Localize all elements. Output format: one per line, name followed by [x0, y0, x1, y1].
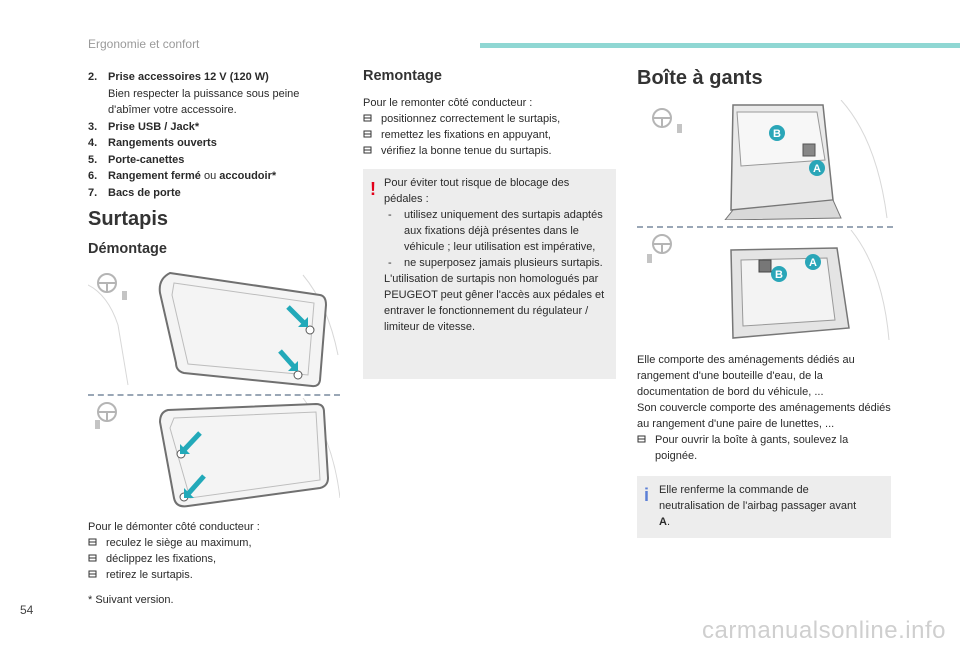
checkmark-icon [88, 554, 97, 562]
warning-item: utilisez uniquement des surtapis adaptés… [404, 209, 603, 253]
item-number: 6. [88, 170, 98, 182]
step-text: retirez le surtapis. [106, 569, 193, 581]
info-icon: i [644, 485, 650, 505]
seat-icon [122, 291, 127, 300]
seat-icon [95, 420, 100, 429]
checkmark-icon [363, 146, 372, 154]
item-number: 4. [88, 137, 98, 149]
arrow-icon [180, 431, 202, 454]
list-item: 3. Prise USB / Jack* [88, 119, 338, 136]
label-b: B [775, 269, 783, 281]
step-text: Pour ouvrir la boîte à gants, soulevez l… [655, 434, 849, 462]
page-number: 54 [20, 603, 34, 617]
section-title: Ergonomie et confort [88, 37, 200, 51]
remontage-heading: Remontage [363, 68, 442, 84]
list-item: vérifiez la bonne tenue du surtapis. [363, 143, 613, 159]
glovebox-figure-2: B A [637, 229, 893, 348]
warning-outro: L'utilisation de surtapis non homologués… [384, 273, 605, 333]
boite-desc-2: Son couvercle comporte des aménagements … [637, 402, 891, 430]
surtapis-heading: Surtapis [88, 208, 169, 230]
item-number: 2. [88, 71, 98, 83]
boite-text: Elle comporte des aménagements dédiés au… [637, 352, 893, 464]
list-item: 7. Bacs de porte [88, 185, 338, 202]
list-item: 4. Rangements ouverts [88, 135, 338, 152]
seat-icon [677, 124, 682, 133]
list-item: 2. Prise accessoires 12 V (120 W) Bien r… [88, 69, 338, 119]
checkmark-icon [363, 114, 372, 122]
step-text: positionnez correctement le surtapis, [381, 113, 561, 125]
list-item: -ne superposez jamais plusieurs surtapis… [388, 257, 603, 269]
warning-text: Pour éviter tout risque de blocage des p… [384, 175, 608, 335]
checkmark-icon [637, 435, 646, 443]
warning-item: ne superposez jamais plusieurs surtapis. [404, 257, 603, 269]
item-title: Prise accessoires 12 V (120 W) [108, 71, 269, 83]
demontage-heading: Démontage [88, 241, 167, 257]
item-title-2: accoudoir* [219, 170, 277, 182]
warning-box: ! Pour éviter tout risque de blocage des… [363, 169, 616, 379]
steering-wheel-icon [97, 402, 117, 422]
arrow-icon [278, 349, 298, 371]
item-mid: ou [200, 170, 220, 182]
item-desc: Bien respecter la puissance sous peine d… [108, 87, 300, 117]
item-title: Rangement fermé [108, 170, 201, 182]
step-text: reculez le siège au maximum, [106, 537, 252, 549]
info-text-prefix: Elle renferme la commande de neutralisat… [659, 484, 857, 512]
watermark: carmanualsonline.info [702, 617, 946, 644]
step-text: vérifiez la bonne tenue du surtapis. [381, 145, 552, 157]
item-number: 7. [88, 186, 98, 199]
column-left: 2. Prise accessoires 12 V (120 W) Bien r… [88, 69, 338, 201]
steering-wheel-icon [97, 273, 117, 293]
list-item: 6. Rangement fermé ou accoudoir* [88, 168, 338, 185]
list-item: -utilisez uniquement des surtapis adapté… [388, 209, 603, 253]
footnote: * Suivant version. [88, 594, 174, 606]
list-item: remettez les fixations en appuyant, [363, 127, 613, 143]
item-number: 3. [88, 120, 98, 133]
item-title: Porte-canettes [108, 153, 185, 166]
divider [637, 226, 893, 228]
list-item: retirez le surtapis. [88, 567, 338, 583]
info-text: Elle renferme la commande de neutralisat… [659, 482, 869, 530]
arrow-icon [184, 474, 206, 498]
info-text-bold: A [659, 516, 667, 528]
remontage-intro: Pour le remonter côté conducteur : [363, 97, 533, 109]
floor-mat-figure-1 [87, 265, 340, 390]
remontage-text: Pour le remonter côté conducteur : posit… [363, 95, 613, 159]
list-item: déclippez les fixations, [88, 551, 338, 567]
list-item: 5. Porte-canettes [88, 152, 338, 169]
label-b: B [773, 128, 781, 140]
label-a: A [813, 163, 821, 175]
demontage-text: Pour le démonter côté conducteur : recul… [88, 519, 338, 583]
list-item: Pour ouvrir la boîte à gants, soulevez l… [637, 432, 893, 464]
warning-icon: ! [370, 179, 376, 199]
checkmark-icon [88, 538, 97, 546]
steering-wheel-icon [652, 234, 672, 254]
divider [88, 394, 340, 396]
boite-heading: Boîte à gants [637, 67, 763, 89]
checkmark-icon [88, 570, 97, 578]
item-title: Prise USB / Jack* [108, 120, 200, 133]
list-item: positionnez correctement le surtapis, [363, 111, 613, 127]
header-accent-bar [480, 43, 960, 48]
steering-wheel-icon [652, 108, 672, 128]
label-a: A [809, 257, 817, 269]
boite-desc-1: Elle comporte des aménagements dédiés au… [637, 354, 855, 398]
step-text: remettez les fixations en appuyant, [381, 129, 551, 141]
glovebox-figure-1: B A [637, 99, 893, 221]
info-text-suffix: . [666, 516, 671, 528]
checkmark-icon [363, 130, 372, 138]
demontage-intro: Pour le démonter côté conducteur : [88, 521, 260, 533]
seat-icon [647, 254, 652, 263]
item-title: Bacs de porte [108, 186, 181, 199]
step-text: déclippez les fixations, [106, 553, 217, 565]
info-box: i Elle renferme la commande de neutralis… [637, 476, 891, 538]
list-item: reculez le siège au maximum, [88, 535, 338, 551]
item-title: Rangements ouverts [108, 137, 217, 149]
floor-mat-figure-2 [88, 397, 341, 516]
warning-intro: Pour éviter tout risque de blocage des p… [384, 177, 570, 205]
arrow-icon [286, 305, 308, 327]
item-number: 5. [88, 153, 98, 166]
